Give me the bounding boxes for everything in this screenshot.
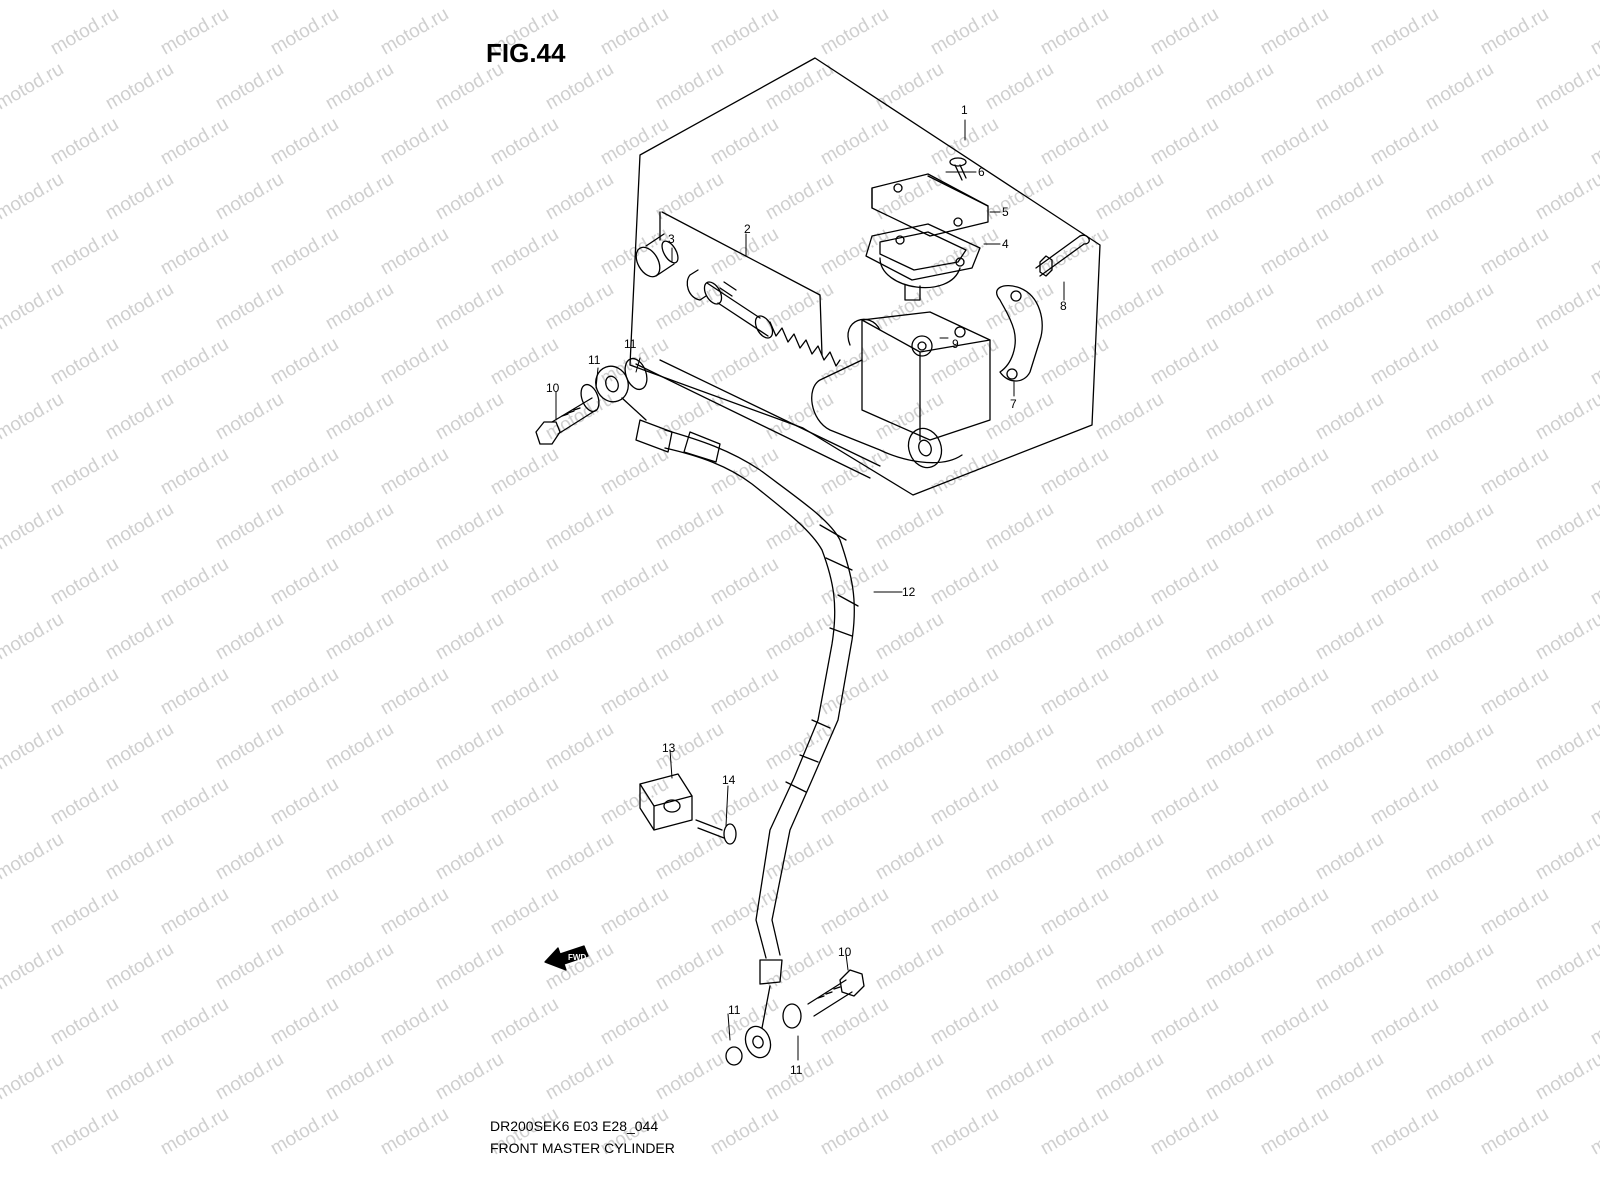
lower-bolt-part-10 [807,969,865,1017]
upper-banjo [580,357,648,421]
callout-5: 5 [1002,205,1009,219]
screw-part-14 [695,819,737,845]
callout-10-upper: 10 [546,381,560,395]
assembly-1-boundary [629,57,1101,496]
diagram-caption: FRONT MASTER CYLINDER [490,1140,675,1156]
callout-1: 1 [961,103,968,117]
hose-clamp-part-13 [639,773,693,831]
screw-part-6 [949,157,967,181]
callout-10-lower: 10 [838,945,852,959]
leader-lines [555,119,1065,1061]
callout-11-upper-a: 11 [588,353,601,367]
callout-14: 14 [722,773,736,787]
callout-12: 12 [902,585,916,599]
piston-kit-bracket [661,211,823,356]
callout-2: 2 [744,222,751,236]
callout-11-upper-b: 11 [624,337,637,351]
bolt-part-8 [1035,234,1090,277]
diaphragm-part-4 [865,223,981,301]
master-cylinder-body [811,311,991,469]
hose-guide-line [635,363,871,479]
callout-7: 7 [1010,397,1017,411]
callout-8: 8 [1060,299,1067,313]
figure-label: FIG.44 [486,38,566,68]
lower-banjo [725,985,802,1066]
upper-bolt-part-10 [535,397,597,445]
callout-11-lower-a: 11 [728,1003,741,1017]
boot-part-3 [635,233,679,278]
model-code: DR200SEK6 E03 E28_044 [490,1118,659,1134]
forward-arrow-icon: FWD [544,945,589,971]
callout-3: 3 [668,232,675,246]
callout-11-lower-b: 11 [790,1063,803,1077]
callout-4: 4 [1002,237,1009,251]
circlip [686,269,707,301]
spring [769,321,841,367]
callout-6: 6 [978,165,985,179]
callout-9: 9 [952,337,959,351]
brake-hose-part-12 [635,419,859,985]
hose-guide-line-2 [659,359,881,467]
piston [703,281,774,339]
clamp-part-7 [996,285,1043,382]
forward-marker: FWD [568,953,586,962]
cap-part-5 [871,173,989,237]
callout-13: 13 [662,741,676,755]
